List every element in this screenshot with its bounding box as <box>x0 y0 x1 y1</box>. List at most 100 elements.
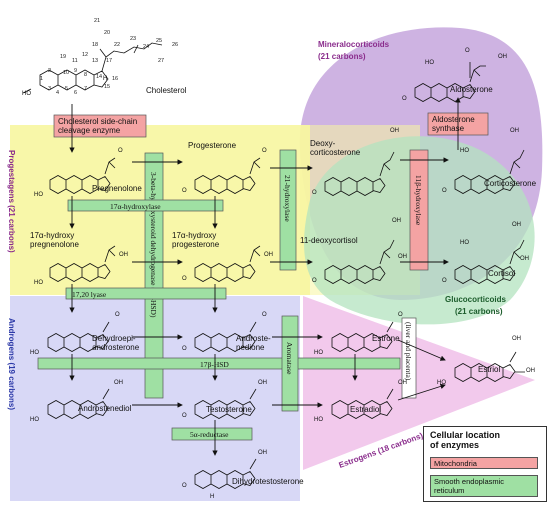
cortisol-label: Cortisol <box>488 269 515 278</box>
svg-text:11: 11 <box>72 58 78 64</box>
estriol-ho: HO <box>437 380 446 386</box>
deoxycorticosterone-o: O <box>312 190 317 196</box>
svg-text:25: 25 <box>156 38 162 44</box>
svg-text:4: 4 <box>56 90 59 96</box>
svg-text:9: 9 <box>74 68 77 74</box>
pregnenolone-ho: HO <box>34 192 43 198</box>
hsd17b-bar <box>37 357 401 370</box>
progestagens-label: Progestagens (21 carbons) <box>7 150 16 253</box>
aldosterone-o: O <box>402 96 407 102</box>
aldosterone-o2: O <box>465 48 470 54</box>
glucocorticoids-carbons: (21 carbons) <box>455 307 503 316</box>
androstenediol-ho: HO <box>30 417 39 423</box>
aldosterone-oh: OH <box>498 54 507 60</box>
svg-text:20: 20 <box>104 30 110 36</box>
svg-text:15: 15 <box>104 84 110 90</box>
hydroxypregnenolone-line1: 17α-hydroxy <box>30 231 74 240</box>
corticosterone-oh: OH <box>510 128 519 134</box>
estrone-structure <box>331 321 394 352</box>
pregnenolone-label: Pregnenolone <box>92 184 142 193</box>
cortisol-structure <box>454 239 525 284</box>
hydroxyprogesterone-oh: OH <box>264 252 273 258</box>
dhea-ho: HO <box>30 350 39 356</box>
hydroxyprogesterone-line1: 17α-hydroxy <box>172 231 216 240</box>
hydroxypregnenolone-structure <box>49 245 116 282</box>
legend-title-line1: Cellular location <box>430 430 501 440</box>
svg-text:7: 7 <box>84 86 87 92</box>
arrow-estrone-estriol <box>397 339 446 361</box>
svg-text:26: 26 <box>172 42 178 48</box>
svg-text:10: 10 <box>63 70 69 76</box>
lyase1720-label: 17,20 lyase <box>72 290 107 299</box>
dht-o: O <box>182 483 187 489</box>
estrone-ho: HO <box>314 350 323 356</box>
deoxycorticosterone-oh: OH <box>390 128 399 134</box>
cortisol-oh2: OH <box>520 256 529 262</box>
androstenedione-o1: O <box>182 346 187 352</box>
corticosterone-o: O <box>442 188 447 194</box>
deoxycortisol-label: 11-deoxycortisol <box>300 236 358 245</box>
hydroxylase21-label: 21-hydroxylase <box>283 175 292 222</box>
progesterone-o1: O <box>182 188 187 194</box>
legend-box: Cellular location of enzymes Mitochondri… <box>423 426 547 502</box>
estrogen-region <box>303 296 535 470</box>
svg-text:5: 5 <box>65 86 68 92</box>
svg-text:16: 16 <box>112 76 118 82</box>
dht-oh: OH <box>258 450 267 456</box>
estriol-oh2: OH <box>526 368 535 374</box>
estriol-oh1: OH <box>512 336 521 342</box>
hydroxylase21-bar <box>279 149 297 271</box>
estrone-o: O <box>398 312 403 318</box>
corticosterone-structure <box>454 149 525 194</box>
cortisol-o: O <box>442 278 447 284</box>
svg-text:12: 12 <box>82 52 88 58</box>
androstenedione-line2: nedione <box>236 343 265 352</box>
svg-text:3: 3 <box>48 86 51 92</box>
estrone-label: Estrone <box>372 334 400 343</box>
svg-text:6: 6 <box>74 90 77 96</box>
legend-smooth-er-line1: Smooth endoplasmic <box>434 477 505 486</box>
estradiol-ho: HO <box>314 417 323 423</box>
arrow-estradiol-estriol <box>397 383 446 401</box>
liver-placenta-box <box>401 317 417 399</box>
aldosterone-label: Aldosterone <box>450 85 493 94</box>
estradiol-structure <box>331 388 394 419</box>
liver-placenta-label: (liver and placenta) <box>404 322 413 381</box>
svg-text:27: 27 <box>158 58 164 64</box>
aldosterone-ho: HO <box>425 60 434 66</box>
aldosterone-synthase-line1: Aldosterone <box>432 115 475 124</box>
svg-text:2: 2 <box>48 68 51 74</box>
androgens-label: Androgens (19 carbons) <box>7 318 16 410</box>
svg-text:14: 14 <box>96 74 102 80</box>
svg-text:19: 19 <box>60 54 66 60</box>
reductase5a-box <box>171 427 253 441</box>
hydroxyprogesterone-line2: progesterone <box>172 240 220 249</box>
deoxycorticosterone-line2: corticosterone <box>310 148 361 157</box>
corticosterone-ho: HO <box>460 148 469 154</box>
pregnenolone-structure <box>49 157 116 194</box>
aldosterone-synthase-line2: synthase <box>432 124 465 133</box>
dht-h: H <box>210 494 214 500</box>
deoxycortisol-oh2: OH <box>398 254 407 260</box>
hydroxypregnenolone-oh: OH <box>119 252 128 258</box>
hsd3b-label: 3-beta-hydroxysteroid dehydrogenase (3β-… <box>149 172 158 318</box>
deoxycortisol-structure <box>324 239 395 284</box>
lyase1720-bar <box>65 287 227 300</box>
dhea-line1: Dehydroepi- <box>92 334 136 343</box>
androstenediol-oh: OH <box>114 380 123 386</box>
progesterone-o2: O <box>262 148 267 154</box>
testosterone-o: O <box>182 413 187 419</box>
aromatase-label: Aromatase <box>285 342 294 375</box>
estriol-structure <box>454 351 525 382</box>
progesterone-structure <box>194 157 261 194</box>
dht-label: Dihydrotestosterone <box>232 477 304 486</box>
hydroxylase17a-label: 17α-hydroxylase <box>110 202 161 211</box>
scc-enzyme-line1: Cholesterol side-chain <box>58 117 137 126</box>
deoxycorticosterone-structure <box>324 151 395 196</box>
hydroxypregnenolone-ho: HO <box>34 280 43 286</box>
glucocorticoids-label: Glucocorticoids <box>445 295 506 304</box>
svg-text:24: 24 <box>143 44 149 50</box>
legend-smooth-er: Smooth endoplasmic reticulum <box>430 475 538 497</box>
corticosterone-label: Corticosterone <box>484 179 537 188</box>
